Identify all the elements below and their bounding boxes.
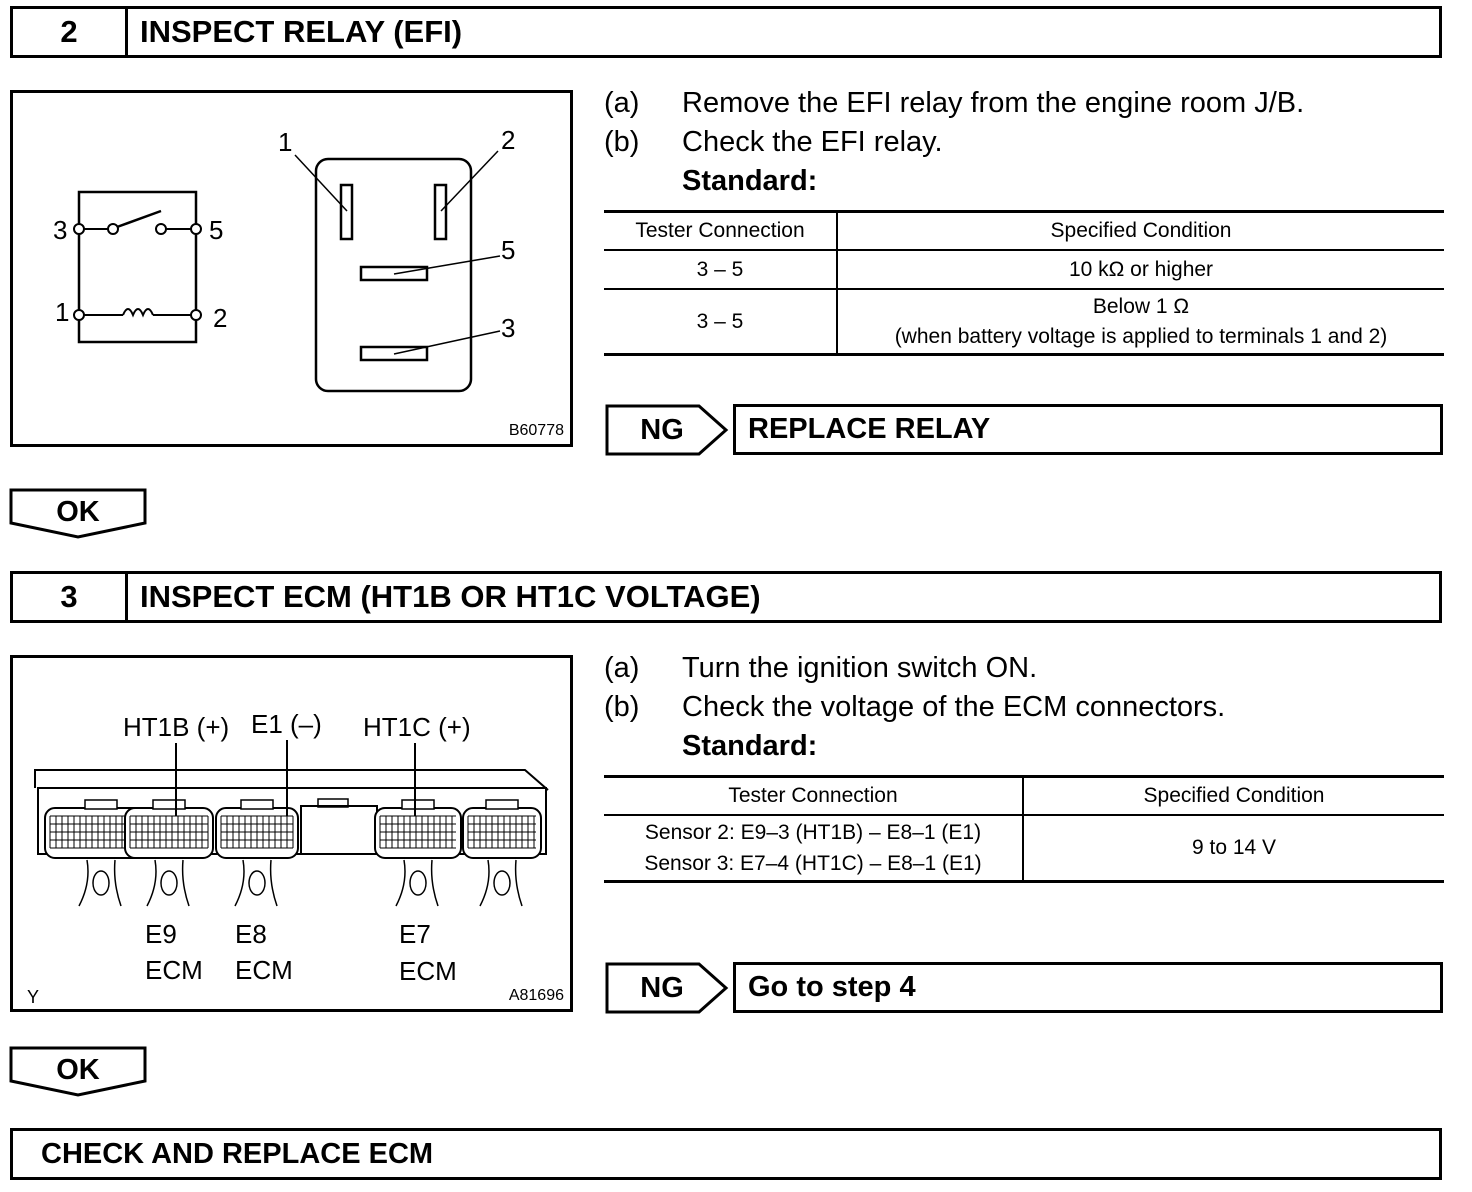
relay-terminal-2: 2 (501, 125, 515, 155)
final-action-box: CHECK AND REPLACE ECM (10, 1128, 1442, 1180)
connector-name-e9: E9 (145, 919, 177, 949)
connection-line: Sensor 2: E9–3 (HT1B) – E8–1 (E1) (644, 821, 982, 844)
step2-ng-arrow (605, 404, 729, 456)
step2-ng-action: REPLACE RELAY (733, 404, 1443, 455)
table-header: Specified Condition (836, 213, 1444, 251)
step2-instruction-a: (a) Remove the EFI relay from the engine… (604, 84, 1444, 124)
schematic-terminal-1: 1 (55, 297, 69, 327)
instruction-text: Remove the EFI relay from the engine roo… (682, 87, 1305, 119)
step3-ok-arrow (9, 1046, 147, 1097)
step3-title: INSPECT ECM (HT1B OR HT1C VOLTAGE) (140, 579, 761, 614)
step3-ng-action: Go to step 4 (733, 962, 1443, 1013)
relay-figure: 3 5 1 2 1 2 5 3 B60778 (10, 90, 573, 447)
ecm-connector-block (462, 799, 542, 907)
connector-unit-e8: ECM (235, 955, 293, 985)
table-header: Specified Condition (1022, 778, 1444, 816)
step2-standard-label: Standard: (682, 165, 818, 197)
connector-name-e8: E8 (235, 919, 267, 949)
table-cell: 9 to 14 V (1022, 814, 1444, 880)
step2-title: INSPECT RELAY (EFI) (140, 14, 463, 49)
table-header: Tester Connection (604, 213, 838, 251)
step2-ok-arrow (9, 488, 147, 539)
condition-line: Below 1 Ω (1092, 294, 1190, 318)
ecm-connector-block (374, 799, 462, 907)
connection-line: Sensor 3: E7–4 (HT1C) – E8–1 (E1) (644, 852, 982, 875)
connector-name-e7: E7 (399, 919, 431, 949)
final-action-title: CHECK AND REPLACE ECM (41, 1137, 434, 1170)
table-header: Tester Connection (604, 778, 1024, 816)
instruction-label: (b) (604, 691, 640, 723)
step2-number: 2 (13, 9, 128, 55)
schematic-terminal-3: 3 (53, 215, 67, 245)
pin-label-e1: E1 (–) (251, 709, 322, 739)
instruction-label: (b) (604, 126, 640, 158)
instruction-text: Turn the ignition switch ON. (682, 652, 1038, 684)
pin-label-ht1c: HT1C (+) (363, 712, 471, 742)
step3-ok-label: OK (56, 1053, 100, 1086)
relay-terminal-1: 1 (278, 127, 292, 157)
step3-number: 3 (13, 574, 128, 620)
table-cell: 10 kΩ or higher (836, 249, 1444, 290)
pin-label-ht1b: HT1B (+) (123, 712, 229, 742)
instruction-label: (a) (604, 87, 640, 119)
relay-terminal-5: 5 (501, 235, 515, 265)
schematic-terminal-2: 2 (213, 303, 227, 333)
step3-instruction-a: (a) Turn the ignition switch ON. (604, 649, 1444, 689)
relay-terminal-3: 3 (501, 313, 515, 343)
step2-header: 2 INSPECT RELAY (EFI) (10, 6, 1442, 58)
step3-instruction-b: (b) Check the voltage of the ECM connect… (604, 688, 1444, 728)
step3-spec-table: Tester Connection Specified Condition Se… (604, 775, 1444, 883)
step2-instruction-b: (b) Check the EFI relay. (604, 123, 1444, 163)
table-cell: Sensor 2: E9–3 (HT1B) – E8–1 (E1) Sensor… (604, 814, 1024, 880)
schematic-terminal-5: 5 (209, 215, 223, 245)
table-cell: Below 1 Ω (when battery voltage is appli… (836, 288, 1444, 353)
instruction-text: Check the EFI relay. (682, 126, 943, 158)
relay-figure-code: B60778 (508, 422, 564, 439)
connector-unit-e9: ECM (145, 955, 203, 985)
step3-ng-arrow (605, 962, 729, 1014)
ecm-connector-block (124, 799, 214, 907)
connector-unit-e7: ECM (399, 956, 457, 986)
step2-spec-table: Tester Connection Specified Condition 3 … (604, 210, 1444, 356)
step3-ng-label: NG (640, 971, 684, 1004)
table-cell: 3 – 5 (604, 288, 838, 353)
step2-ng-label: NG (640, 413, 684, 446)
step2-ok-label: OK (56, 495, 100, 528)
ecm-figure-code: A81696 (508, 987, 564, 1004)
step3-standard-label: Standard: (682, 730, 818, 762)
condition-note: (when battery voltage is applied to term… (894, 324, 1388, 348)
ecm-connector-block (215, 799, 299, 907)
figure-corner-mark: Y (27, 987, 39, 1007)
instruction-label: (a) (604, 652, 640, 684)
instruction-text: Check the voltage of the ECM connectors. (682, 691, 1226, 723)
table-cell: 3 – 5 (604, 249, 838, 290)
ecm-figure: HT1B (+) E1 (–) HT1C (+) E9 ECM E8 ECM E… (10, 655, 573, 1012)
step3-header: 3 INSPECT ECM (HT1B OR HT1C VOLTAGE) (10, 571, 1442, 623)
